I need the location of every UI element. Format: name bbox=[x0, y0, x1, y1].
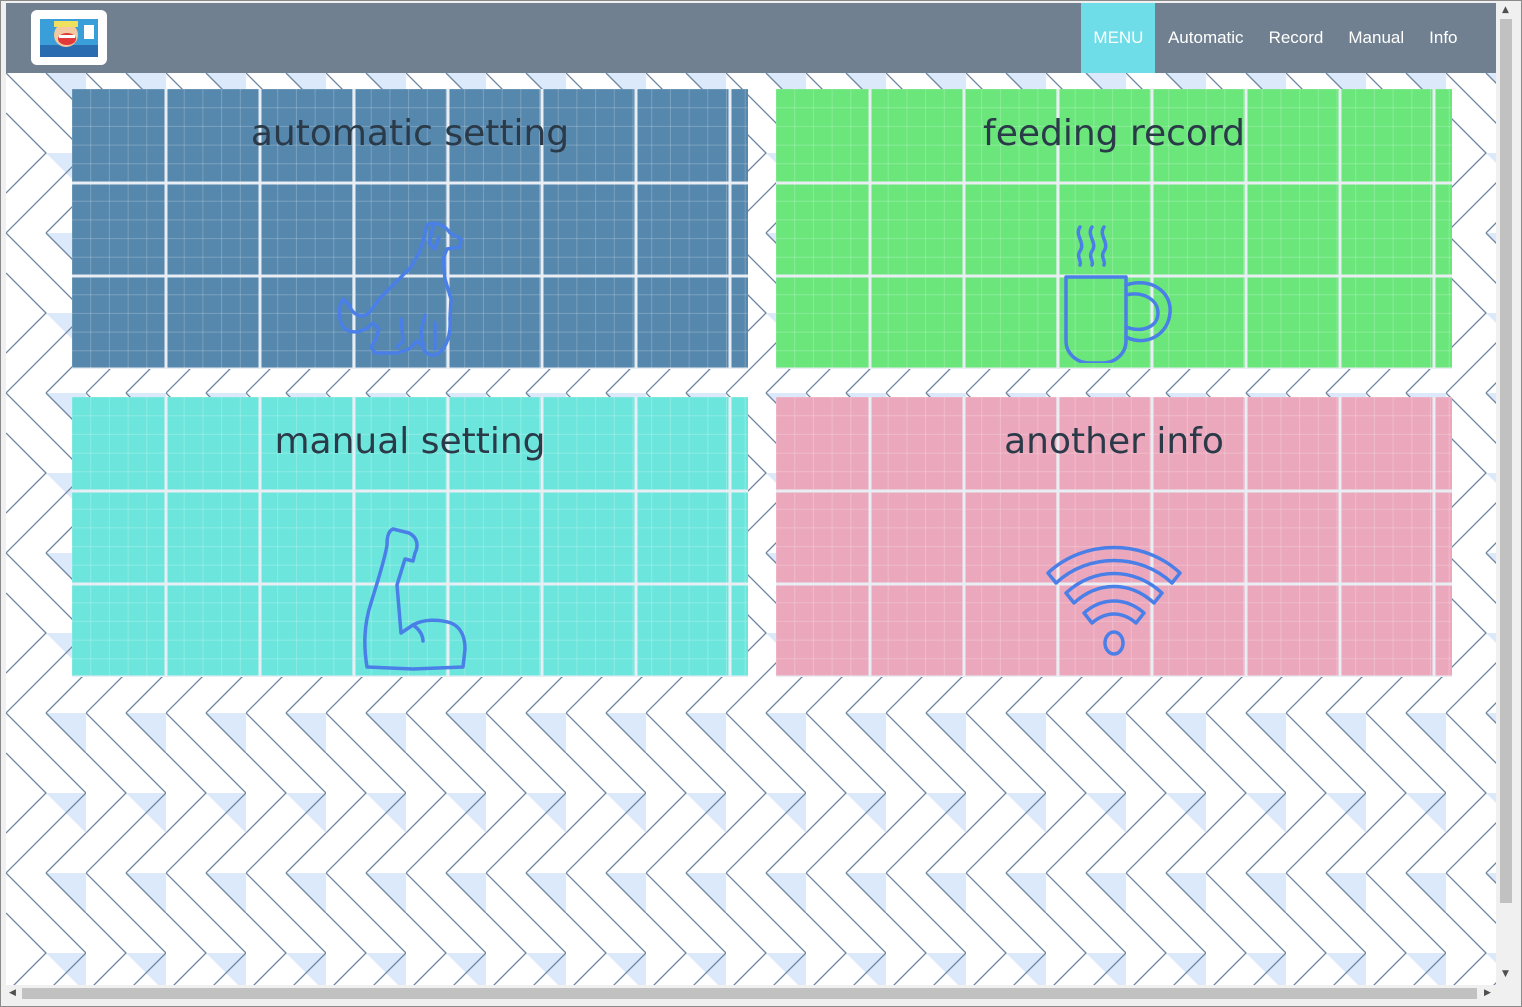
nav-automatic-link[interactable]: Automatic bbox=[1167, 28, 1244, 47]
flexed-arm-icon bbox=[363, 527, 467, 671]
scroll-right-arrow-icon[interactable]: ▶ bbox=[1484, 988, 1491, 998]
card-grid-background bbox=[72, 397, 748, 677]
feeding-record-card[interactable]: feeding record bbox=[776, 89, 1452, 369]
card-grid-background bbox=[776, 89, 1452, 369]
automatic-setting-card[interactable]: automatic setting bbox=[72, 89, 748, 369]
horizontal-scrollbar-thumb[interactable] bbox=[22, 988, 1477, 999]
dog-icon bbox=[337, 221, 463, 357]
card-grid-background bbox=[72, 89, 748, 369]
vertical-scrollbar-thumb[interactable] bbox=[1500, 19, 1512, 903]
another-info-card[interactable]: another info bbox=[776, 397, 1452, 677]
scroll-up-arrow-icon[interactable]: ▲ bbox=[1502, 5, 1509, 15]
nav-menu-button[interactable]: MENU bbox=[1081, 3, 1156, 73]
card-title: feeding record bbox=[983, 113, 1245, 154]
vertical-scrollbar[interactable]: ▲ ▼ bbox=[1497, 3, 1515, 985]
card-title: automatic setting bbox=[250, 113, 570, 154]
nav-record-link[interactable]: Record bbox=[1268, 28, 1324, 47]
horizontal-scrollbar[interactable]: ◀ ▶ bbox=[6, 985, 1497, 1002]
nav-manual-link[interactable]: Manual bbox=[1348, 28, 1405, 47]
card-title: another info bbox=[1004, 421, 1224, 462]
card-title: manual setting bbox=[274, 421, 546, 462]
scroll-down-arrow-icon[interactable]: ▼ bbox=[1502, 969, 1509, 979]
manual-setting-card[interactable]: manual setting bbox=[72, 397, 748, 677]
page-viewport: MENU Automatic Record Manual Info automa… bbox=[6, 3, 1496, 985]
wifi-icon bbox=[1046, 545, 1182, 656]
coffee-cup-icon bbox=[1064, 225, 1172, 363]
anime-character-logo-icon bbox=[40, 18, 98, 57]
logo[interactable] bbox=[31, 10, 107, 65]
scroll-left-arrow-icon[interactable]: ◀ bbox=[9, 988, 16, 998]
top-navbar: MENU Automatic Record Manual Info bbox=[6, 3, 1496, 73]
nav-info-link[interactable]: Info bbox=[1429, 28, 1458, 47]
nav-menu: MENU Automatic Record Manual Info bbox=[1081, 3, 1470, 73]
